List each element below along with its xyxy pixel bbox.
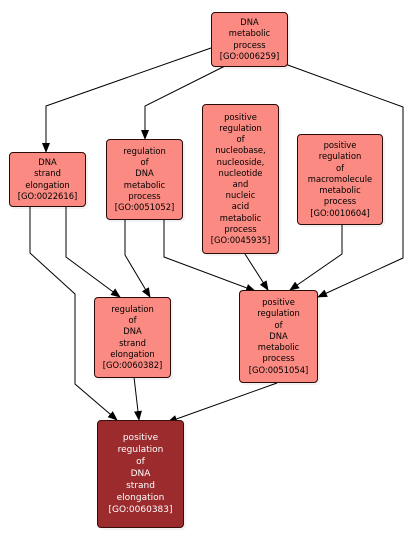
node-label-line: regulation — [219, 122, 262, 133]
edge-6259-to-51054 — [284, 63, 404, 298]
node-go-id: [GO:0060383] — [108, 505, 173, 515]
edge-22616-to-60382 — [65, 206, 121, 298]
node-go-0006259[interactable]: DNA metabolic process [GO:0006259] — [211, 12, 288, 67]
node-label-line: DNA — [123, 326, 142, 337]
node-go-id: [GO:0010604] — [310, 207, 370, 218]
node-go-0022616[interactable]: DNA strand elongation [GO:0022616] — [9, 152, 86, 207]
node-label-line: macromolecule — [307, 173, 373, 184]
node-go-id: [GO:0045935] — [210, 235, 271, 246]
edge-45935-to-51054 — [244, 253, 269, 291]
node-label-line: process — [323, 196, 357, 207]
node-label-line: of — [335, 162, 345, 173]
node-go-0051052[interactable]: regulation of DNA metabolic process [GO:… — [106, 139, 183, 220]
node-label-line: metabolic — [219, 212, 262, 223]
node-label-line: of — [236, 134, 245, 145]
node-label-line: regulation — [111, 303, 154, 314]
node-label-line: DNA — [135, 168, 154, 179]
node-label-line: regulation — [123, 145, 166, 156]
node-go-id: [GO:0006259] — [219, 50, 280, 61]
edge-22616-to-60383 — [29, 206, 118, 421]
node-label-line: nucleic — [225, 190, 256, 201]
node-go-0051054[interactable]: positive regulation of DNA metabolic pro… — [239, 290, 318, 383]
node-label-line: process — [262, 353, 295, 364]
node-label-line: strand — [126, 481, 155, 491]
edge-51054-to-60383 — [167, 382, 278, 423]
node-label-line: elongation — [25, 179, 70, 190]
node-label-line: DNA — [38, 157, 57, 168]
node-label-line: strand — [119, 337, 146, 348]
node-label-line: regulation — [117, 445, 164, 455]
node-label-line: process — [233, 39, 266, 50]
node-label-line: of — [140, 157, 149, 168]
node-label-line: elongation — [110, 348, 155, 359]
node-label-line: regulation — [257, 308, 300, 319]
node-go-0010604[interactable]: positive regulation of macromolecule met… — [297, 134, 383, 225]
edge-60382-to-60383 — [133, 376, 142, 421]
node-label-line: DNA — [240, 17, 259, 28]
node-go-id: [GO:0060382] — [102, 359, 163, 370]
edge-51052-to-51054 — [163, 219, 256, 292]
edge-10604-to-51054 — [289, 225, 343, 291]
edge-6259-to-22616 — [42, 47, 212, 153]
node-label-line: nucleoside, — [216, 156, 265, 167]
node-label-line: DNA — [269, 330, 288, 341]
node-label-line: strand — [34, 168, 61, 179]
node-label-line: metabolic — [228, 28, 271, 39]
edge-6259-to-51052 — [141, 65, 226, 140]
node-label-line: DNA — [130, 469, 151, 479]
node-go-id: [GO:0051052] — [114, 201, 175, 212]
node-label-line: metabolic — [257, 342, 300, 353]
node-label-line: of — [274, 319, 283, 330]
node-go-0060382[interactable]: regulation of DNA strand elongation [GO:… — [94, 297, 171, 378]
node-go-id: [GO:0051054] — [248, 364, 309, 375]
node-label-line: metabolic — [123, 179, 166, 190]
node-go-id: [GO:0022616] — [17, 190, 78, 201]
node-go-0060383[interactable]: positive regulation of DNA strand elonga… — [97, 420, 184, 528]
node-label-line: of — [128, 315, 137, 326]
node-label-line: and — [232, 179, 249, 189]
node-label-line: of — [136, 457, 145, 467]
node-go-0045935[interactable]: positive regulation of nucleobase, nucle… — [202, 104, 279, 254]
node-label-line: positive — [122, 433, 159, 443]
node-label-line: process — [128, 190, 161, 201]
node-label-line: acid — [231, 201, 250, 212]
node-label-line: nucleotide — [218, 167, 263, 178]
node-label-line: nucleobase, — [215, 145, 266, 156]
edge-51052-to-60382 — [124, 219, 151, 298]
node-label-line: process — [224, 223, 257, 234]
node-label-line: elongation — [116, 493, 165, 503]
node-label-line: metabolic — [319, 185, 361, 196]
node-label-line: positive — [262, 297, 295, 308]
node-label-line: regulation — [318, 151, 362, 162]
node-label-line: positive — [323, 140, 357, 151]
node-label-line: positive — [224, 111, 257, 122]
